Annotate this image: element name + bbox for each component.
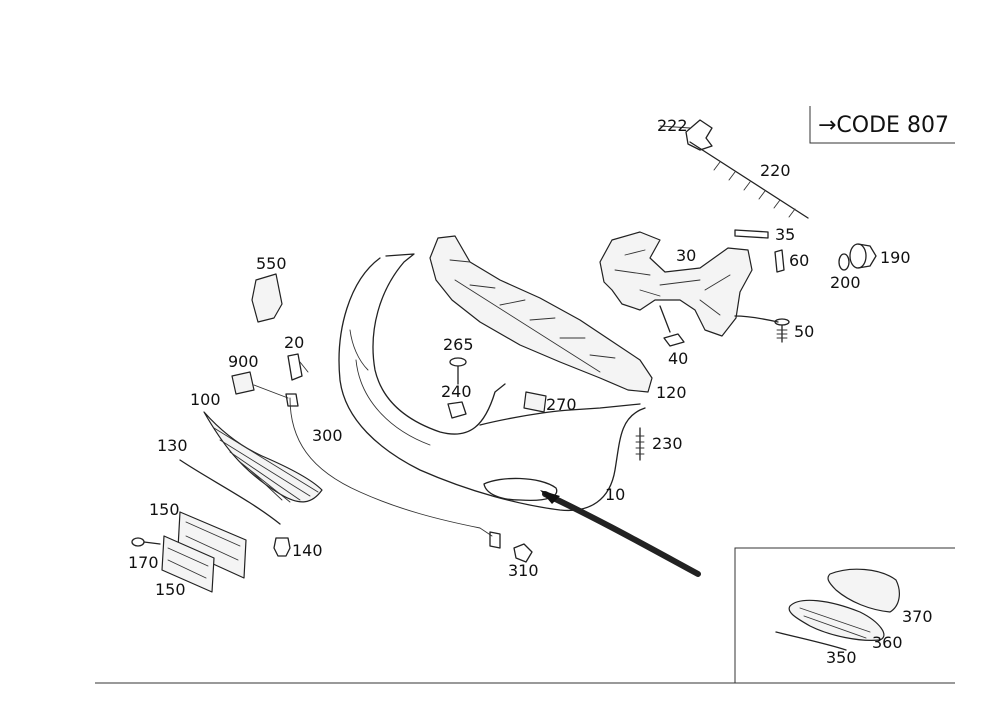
part-30 bbox=[599, 231, 753, 337]
part-40 bbox=[663, 333, 685, 347]
label-190: 190 bbox=[880, 248, 911, 267]
part-120 bbox=[429, 235, 653, 393]
label-100: 100 bbox=[190, 390, 221, 409]
label-35: 35 bbox=[775, 225, 795, 244]
part-550 bbox=[251, 273, 283, 323]
label-120: 120 bbox=[656, 383, 687, 402]
part-60 bbox=[774, 249, 785, 273]
label-60: 60 bbox=[789, 251, 809, 270]
part-20 bbox=[287, 353, 309, 381]
part-900 bbox=[231, 371, 255, 395]
part-150-lower bbox=[161, 535, 215, 593]
label-150-upper: 150 bbox=[149, 500, 180, 519]
label-220: 220 bbox=[760, 161, 791, 180]
part-140 bbox=[273, 537, 291, 557]
part-200 bbox=[838, 253, 850, 271]
arrow-10 bbox=[540, 490, 701, 577]
label-265: 265 bbox=[443, 335, 474, 354]
part-130 bbox=[179, 459, 281, 525]
label-150-lower: 150 bbox=[155, 580, 186, 599]
part-190 bbox=[849, 243, 877, 269]
part-230 bbox=[635, 427, 645, 461]
part-150-upper bbox=[177, 511, 247, 579]
part-350 bbox=[775, 631, 847, 651]
label-50: 50 bbox=[794, 322, 814, 341]
label-900: 900 bbox=[228, 352, 259, 371]
label-350: 350 bbox=[826, 648, 857, 667]
label-240: 240 bbox=[441, 382, 472, 401]
part-35 bbox=[734, 229, 769, 239]
arrow-40 bbox=[659, 305, 671, 333]
part-222 bbox=[659, 119, 713, 151]
part-360 bbox=[788, 599, 885, 641]
label-550: 550 bbox=[256, 254, 287, 273]
label-230: 230 bbox=[652, 434, 683, 453]
part-170 bbox=[131, 537, 161, 547]
arrow-50 bbox=[734, 315, 779, 323]
label-30: 30 bbox=[676, 246, 696, 265]
label-200: 200 bbox=[830, 273, 861, 292]
part-370 bbox=[827, 568, 900, 613]
label-40: 40 bbox=[668, 349, 688, 368]
part-240 bbox=[447, 401, 467, 419]
label-170: 170 bbox=[128, 553, 159, 572]
inset-frame bbox=[734, 547, 955, 683]
code-box: →CODE 807 bbox=[809, 106, 955, 144]
label-310: 310 bbox=[508, 561, 539, 580]
label-10: 10 bbox=[605, 485, 625, 504]
part-310 bbox=[513, 543, 533, 563]
label-130: 130 bbox=[157, 436, 188, 455]
part-270 bbox=[523, 391, 547, 413]
code-807-label: →CODE 807 bbox=[818, 113, 949, 138]
label-370: 370 bbox=[902, 607, 933, 626]
label-222: 222 bbox=[657, 116, 688, 135]
part-220 bbox=[689, 141, 809, 219]
part-265 bbox=[449, 357, 467, 385]
part-300 bbox=[285, 393, 501, 549]
label-20: 20 bbox=[284, 333, 304, 352]
label-300: 300 bbox=[312, 426, 343, 445]
part-10 bbox=[338, 253, 646, 512]
label-270: 270 bbox=[546, 395, 577, 414]
part-100 bbox=[203, 411, 323, 503]
label-140: 140 bbox=[292, 541, 323, 560]
label-360: 360 bbox=[872, 633, 903, 652]
